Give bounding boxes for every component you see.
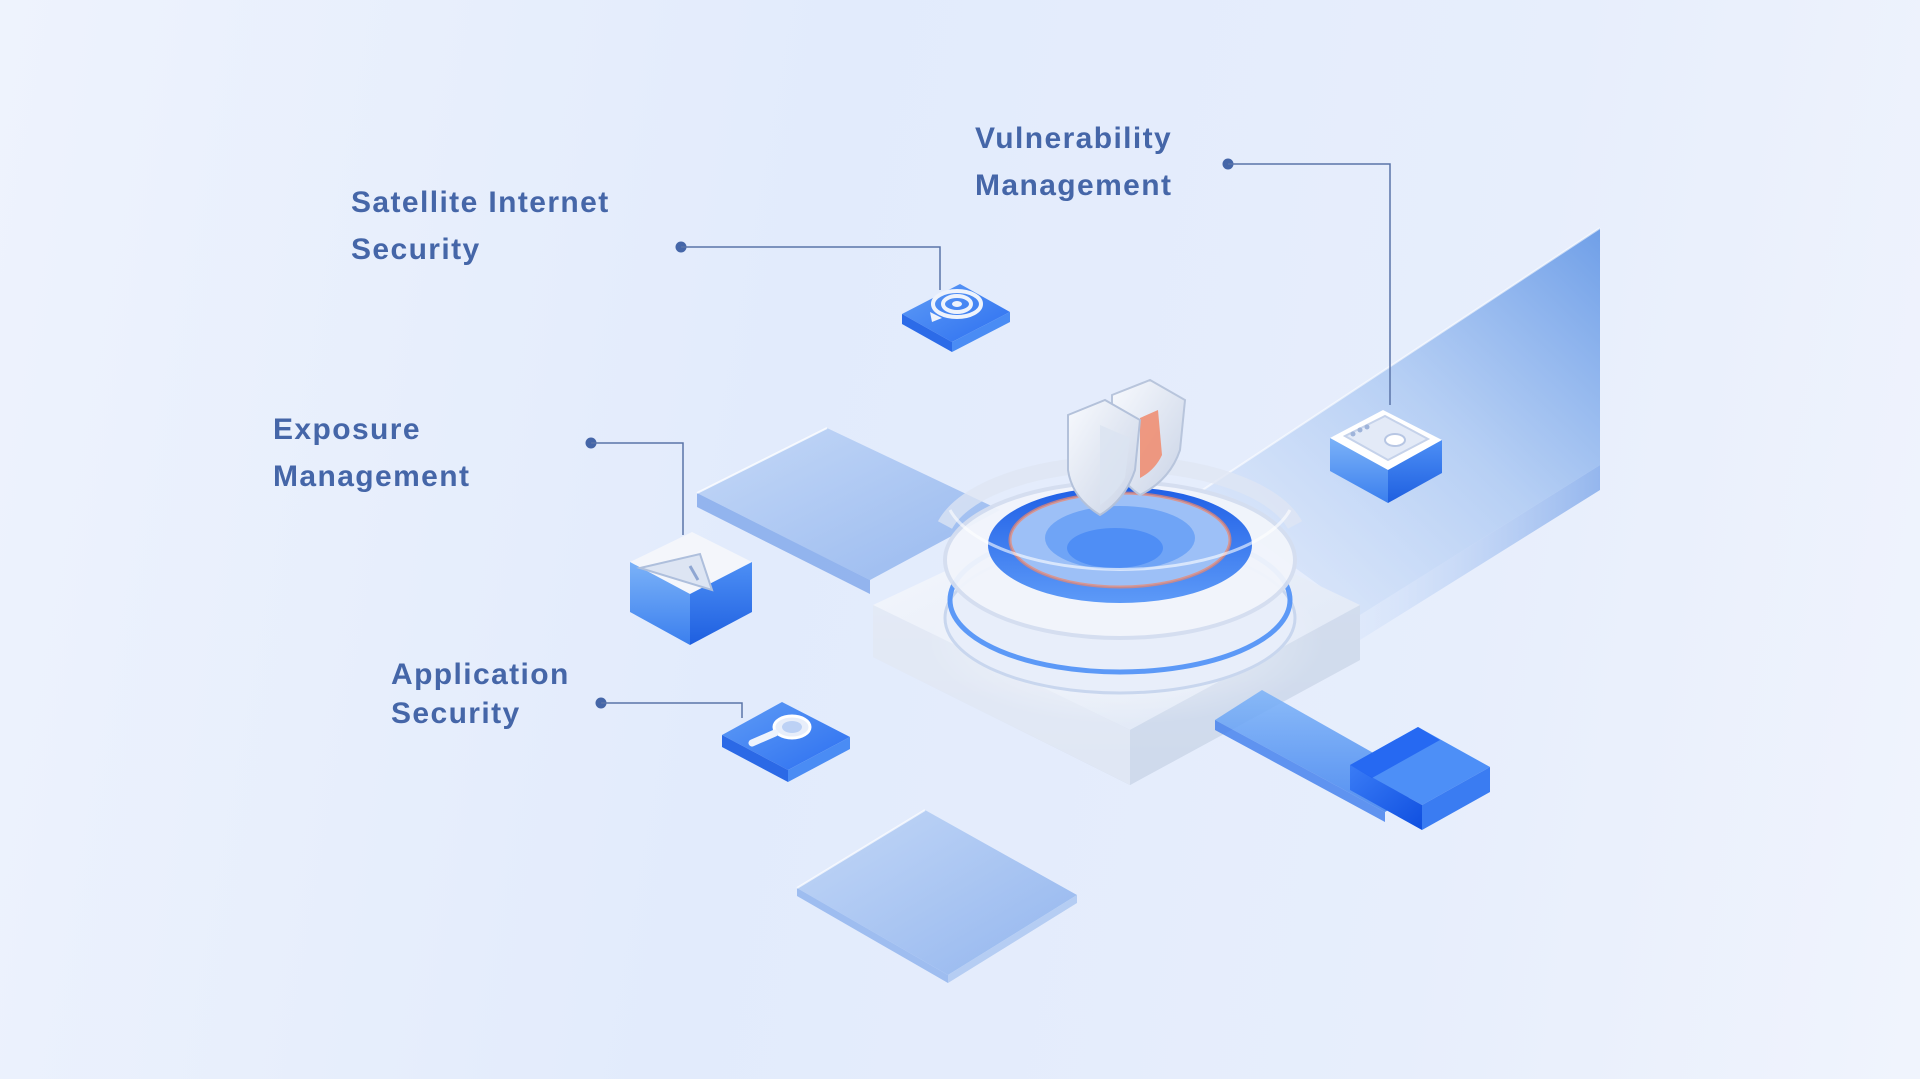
satellite-dish-icon: [930, 289, 983, 322]
label-satellite-line1: Satellite Internet: [351, 186, 610, 219]
label-application-security: Application Security: [391, 655, 570, 733]
label-satellite-internet-security: Satellite Internet Security: [351, 180, 610, 273]
label-vulnerability-line1: Vulnerability: [975, 122, 1173, 155]
warning-triangle-icon: [636, 552, 714, 592]
shield-icon: [1067, 378, 1187, 517]
label-vulnerability-management: Vulnerability Management: [975, 116, 1172, 209]
magnifier-icon: [748, 714, 812, 747]
label-exposure-management: Exposure Management: [273, 407, 470, 500]
label-application-line1: Application: [391, 658, 570, 691]
exposure-tile: [630, 532, 752, 645]
central-cylinder: [937, 455, 1303, 695]
blue-chip-block: [1350, 727, 1490, 830]
label-application-line2: Security: [391, 697, 521, 730]
satellite-tile: [902, 284, 1010, 352]
label-exposure-line2: Management: [273, 459, 471, 493]
label-vulnerability-line2: Management: [975, 168, 1173, 202]
connector-exposure: [585, 437, 684, 535]
glass-strip-left: [696, 427, 1000, 594]
application-tile: [722, 702, 850, 782]
label-exposure-line1: Exposure: [273, 413, 421, 446]
connector-application: [595, 697, 743, 718]
vulnerability-tile: [1330, 410, 1442, 503]
label-satellite-line2: Security: [351, 232, 481, 266]
connector-satellite: [675, 241, 941, 290]
connector-vulnerability: [1222, 158, 1391, 405]
glass-plate-bottom: [796, 809, 1077, 983]
browser-window-icon: [1342, 414, 1431, 462]
